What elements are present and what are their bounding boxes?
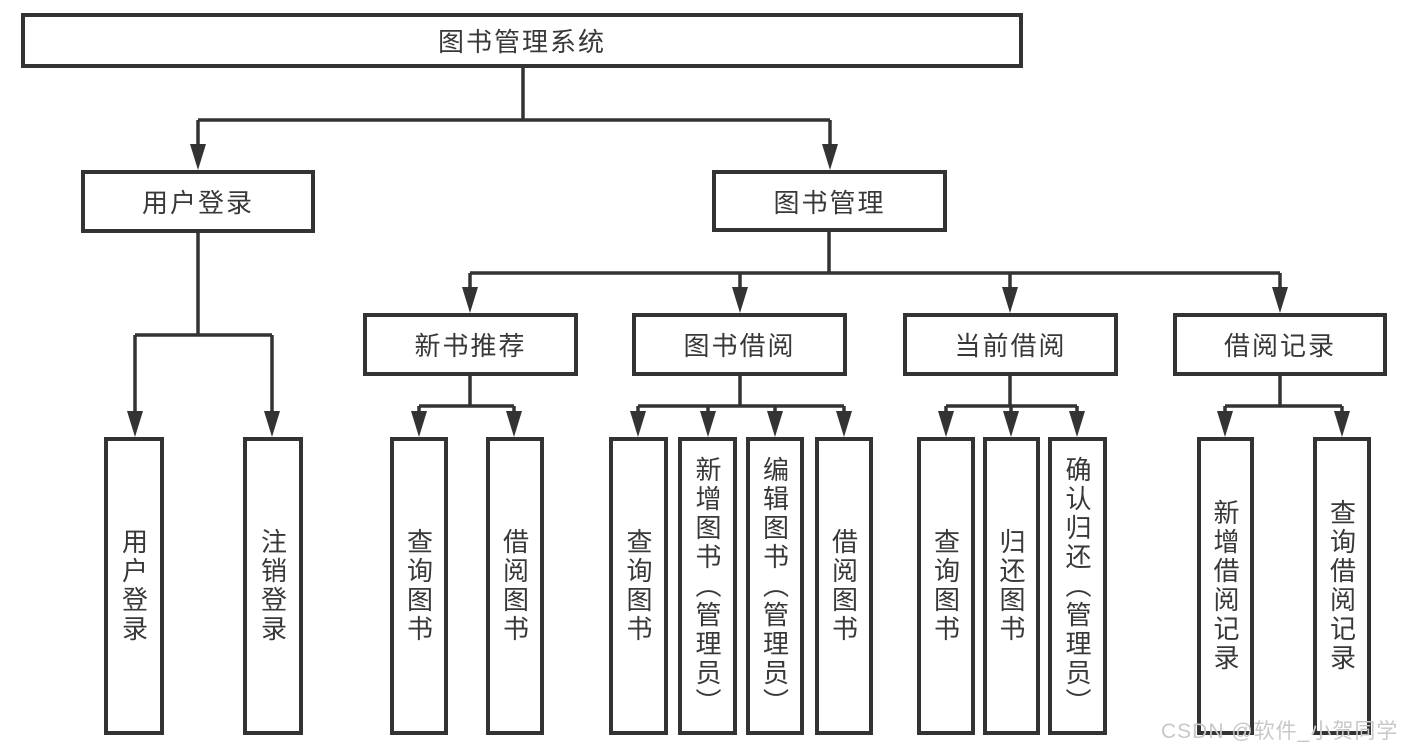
node-borrow-records: 借阅记录 (1173, 313, 1387, 376)
node-book-mgmt: 图书管理 (712, 170, 947, 232)
leaf-query-borrow-record: 查询借阅记录 (1313, 437, 1371, 735)
node-new-books: 新书推荐 (363, 313, 578, 376)
arrowhead (938, 411, 954, 437)
leaf-return-books: 归还图书 (983, 437, 1040, 735)
arrowhead (1002, 287, 1018, 313)
edge-root-to-level2 (190, 66, 838, 170)
leaf-user-login: 用户登录 (104, 437, 164, 735)
arrowhead (1334, 411, 1350, 437)
arrowhead (127, 411, 143, 437)
arrowhead (732, 287, 748, 313)
node-current-borrow: 当前借阅 (903, 313, 1118, 376)
arrowhead (1272, 287, 1288, 313)
node-book-borrow: 图书借阅 (632, 313, 847, 376)
watermark: CSDN @软件_小贺同学 (1161, 720, 1399, 743)
arrowhead (411, 411, 427, 437)
edge-current-borrow-to-leaves (938, 374, 1085, 437)
arrowhead (462, 287, 478, 313)
edge-new-books-to-leaves (411, 374, 522, 437)
leaf-edit-books-admin: 编辑图书（管理员） (746, 437, 804, 735)
edge-borrow-records-to-leaves (1217, 374, 1350, 437)
arrowhead (630, 411, 646, 437)
leaf-borrow-books-1: 借阅图书 (486, 437, 544, 735)
edge-book-mgmt-to-level3 (462, 230, 1288, 313)
leaf-query-books-2: 查询图书 (609, 437, 668, 735)
arrowhead (767, 411, 783, 437)
leaf-query-books-1: 查询图书 (390, 437, 448, 735)
node-user-login: 用户登录 (81, 170, 315, 233)
edge-book-borrow-to-leaves (630, 374, 852, 437)
arrowhead (1217, 411, 1233, 437)
arrowhead (836, 411, 852, 437)
arrowhead (700, 411, 716, 437)
leaf-add-books-admin: 新增图书（管理员） (678, 437, 737, 735)
arrowhead (190, 144, 206, 170)
edge-user-login-to-leaves (127, 231, 280, 437)
leaf-borrow-books-2: 借阅图书 (815, 437, 873, 735)
arrowhead (1069, 411, 1085, 437)
arrowhead (264, 411, 280, 437)
leaf-add-borrow-record: 新增借阅记录 (1197, 437, 1254, 735)
arrowhead (506, 411, 522, 437)
arrowhead (1003, 411, 1019, 437)
leaf-logout: 注销登录 (243, 437, 303, 735)
leaf-query-books-3: 查询图书 (917, 437, 975, 735)
leaf-confirm-return-admin: 确认归还（管理员） (1048, 437, 1107, 735)
arrowhead (822, 144, 838, 170)
node-root: 图书管理系统 (21, 13, 1023, 68)
